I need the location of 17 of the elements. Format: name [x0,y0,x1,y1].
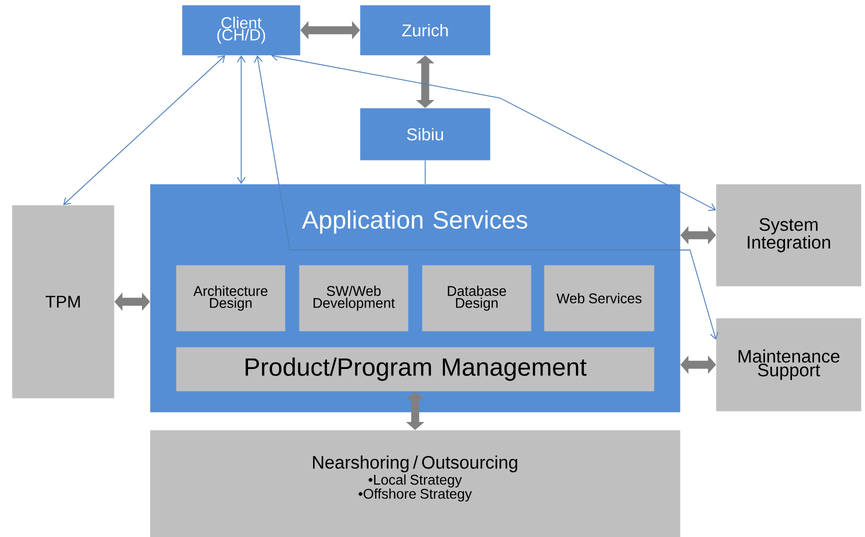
location-box: Client (CH/D) [182,5,300,56]
arrow [63,55,226,205]
service-box: Architecture Design [176,265,286,332]
location-box: Sibiu [360,108,490,160]
location-box: Zurich [360,5,490,56]
arrow [236,55,246,184]
service-box: Web Services [544,265,654,332]
support-box: Maintenance Support [716,318,862,412]
integration-box: System Integration [716,184,862,286]
connector-line [424,160,426,184]
tpm-box: TPM [12,205,114,398]
service-box: SW/Web Development [299,265,408,332]
management-bar: Product/Program Management [176,347,654,392]
arrow [254,55,718,340]
outsourcing-box: Nearshoring / Outsourcing •Local Strategy •Offshore Strategy [150,430,680,537]
service-box: Database Design [422,265,532,332]
arrow [271,52,716,212]
